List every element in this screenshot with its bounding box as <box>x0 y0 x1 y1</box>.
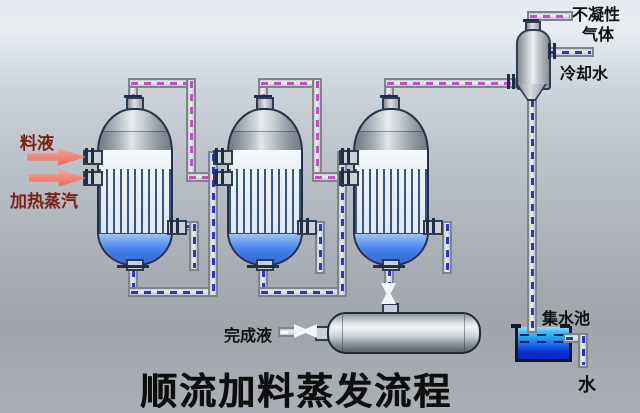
finished-liquid-valve <box>294 324 317 338</box>
vapor-pipe-effect2 <box>312 78 322 182</box>
evaporator2-neck-cap <box>254 95 272 98</box>
flange-tick <box>426 218 429 233</box>
vapor-space <box>99 150 171 169</box>
condensate-drain-effect2 <box>315 221 325 274</box>
flange-tick <box>221 169 224 184</box>
flange-tick <box>548 43 551 59</box>
flange-tick <box>170 218 173 233</box>
finished-liquid-label: 完成液 <box>224 326 273 345</box>
flange-tick <box>347 148 350 163</box>
dome-seam <box>229 131 301 132</box>
condensate-drain-effect3 <box>442 221 452 274</box>
cooling-water-label: 冷却水 <box>560 64 609 83</box>
flange-tick <box>215 148 218 163</box>
evaporator-1 <box>97 108 173 266</box>
vapor-space <box>355 150 427 169</box>
tank-seam <box>342 315 343 351</box>
water-pool <box>515 326 572 362</box>
pool-outlet-pipe <box>578 333 588 368</box>
liquid-holdup <box>229 233 301 264</box>
evaporator3-neck-cap <box>380 95 398 98</box>
flange-tick <box>176 218 179 233</box>
liquid-holdup <box>99 233 171 264</box>
condensate-drain-effect1 <box>189 221 199 271</box>
flange-tick <box>221 148 224 163</box>
vent-pipe <box>527 11 573 21</box>
evaporator1-neck-cap <box>124 95 142 98</box>
flange-tick <box>432 218 435 233</box>
flange-tick <box>215 169 218 184</box>
flange-tick <box>91 169 94 184</box>
liquid-holdup <box>355 233 427 264</box>
receiver-tank <box>327 312 481 354</box>
flange-tick <box>85 169 88 184</box>
heating-chamber <box>229 132 301 150</box>
flange-tick <box>85 148 88 163</box>
vapor-space <box>229 150 301 169</box>
steam-arrow-icon <box>29 169 86 187</box>
flange-tick <box>91 148 94 163</box>
condenser-vessel <box>516 29 551 90</box>
flange-tick <box>306 218 309 233</box>
heating-chamber <box>355 132 427 150</box>
flange-tick <box>507 74 510 89</box>
liquid-pipe-effect2-out <box>258 287 347 297</box>
condenser-drain-pipe <box>527 97 537 333</box>
tube-bundle <box>355 169 427 233</box>
flange-tick <box>512 74 515 89</box>
pool-rim-right <box>560 324 570 328</box>
tube-bundle <box>99 169 171 233</box>
water-pool-label: 集水池 <box>542 309 591 328</box>
pool-water <box>518 327 569 359</box>
feed-label: 料液 <box>20 134 54 154</box>
evaporator2-bottom-flange <box>247 265 279 268</box>
flange-tick <box>553 43 556 59</box>
tube-bundle <box>229 169 301 233</box>
evaporator-2 <box>227 108 303 266</box>
water-label: 水 <box>578 375 596 396</box>
pool-ripple <box>520 341 567 343</box>
tank-seam <box>464 315 465 351</box>
flange-tick <box>300 218 303 233</box>
non-condensable-gas-label: 气体 <box>582 25 615 44</box>
condenser-neck-cap <box>523 19 539 22</box>
dome-seam <box>355 131 427 132</box>
non-condensable-gas-label: 不凝性 <box>572 5 621 24</box>
pool-rim-left <box>511 324 521 328</box>
evaporator1-bottom-flange <box>117 265 149 268</box>
liquid-pipe-effect1-out <box>128 287 218 297</box>
heating-steam-label: 加热蒸汽 <box>10 192 78 212</box>
flange-tick <box>341 169 344 184</box>
tank-inlet-valve <box>381 283 396 304</box>
vapor-pipe-effect1 <box>186 78 196 182</box>
pool-ripple <box>520 334 567 336</box>
dome-seam <box>99 131 171 132</box>
diagram-title: 顺流加料蒸发流程 <box>140 370 452 413</box>
flange-tick <box>341 148 344 163</box>
vapor-pipe-to-condenser <box>384 78 517 88</box>
evaporator3-bottom-flange <box>373 265 405 268</box>
flange-tick <box>347 169 350 184</box>
evaporator-3 <box>353 108 429 266</box>
heating-chamber <box>99 132 171 150</box>
